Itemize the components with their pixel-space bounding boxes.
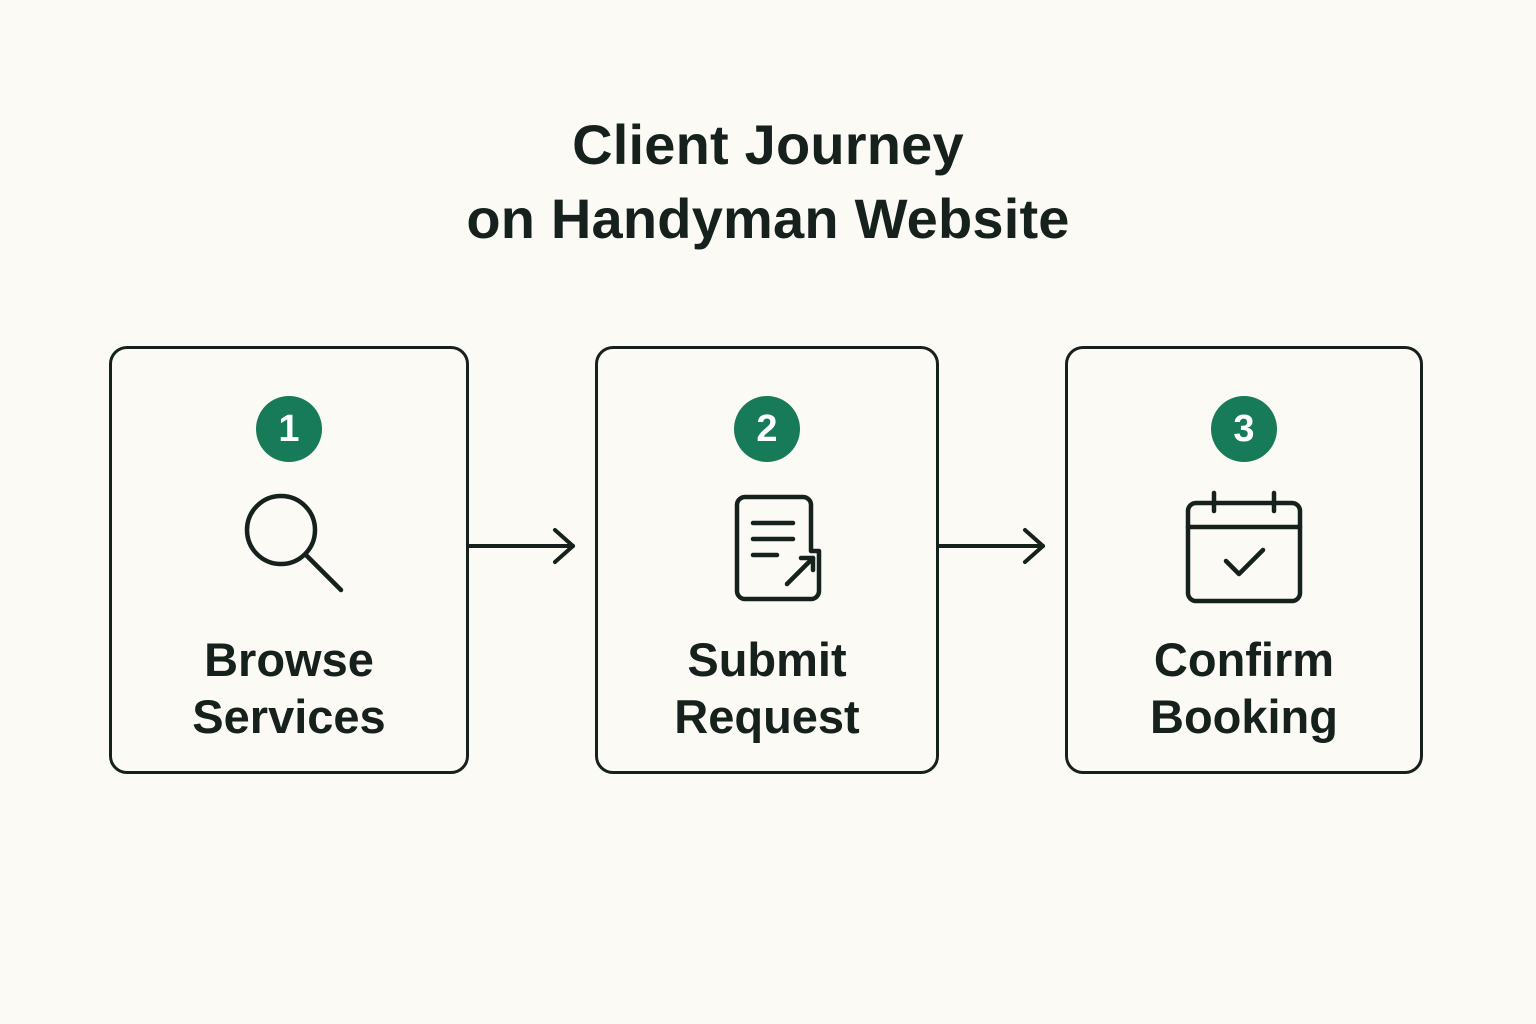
step-number-badge: 1: [256, 396, 322, 462]
calendar-check-icon: [1184, 489, 1304, 609]
diagram-title-line-1: Client Journey: [572, 113, 964, 176]
step-label-line-1: Confirm: [1153, 633, 1335, 686]
flow-arrow-1-to-2: [469, 526, 579, 566]
step-label: Confirm Booking: [1068, 631, 1420, 745]
diagram-title-line-2: on Handyman Website: [466, 187, 1070, 250]
step-label: Browse Services: [112, 631, 466, 745]
step-label-line-1: Browse: [204, 633, 374, 686]
diagram-title: Client Journey on Handyman Website: [0, 108, 1536, 256]
step-number-badge: 2: [734, 396, 800, 462]
step-card-browse-services: 1 Browse Services: [109, 346, 469, 774]
step-label: Submit Request: [598, 631, 936, 745]
document-edit-icon: [707, 489, 827, 609]
step-card-submit-request: 2 Submit Request: [595, 346, 939, 774]
search-icon: [229, 489, 349, 609]
step-label-line-2: Services: [192, 690, 386, 743]
step-number-badge: 3: [1211, 396, 1277, 462]
step-label-line-1: Submit: [687, 633, 847, 686]
step-label-line-2: Booking: [1150, 690, 1338, 743]
step-label-line-2: Request: [674, 690, 860, 743]
step-card-confirm-booking: 3 Confirm Booking: [1065, 346, 1423, 774]
flow-arrow-2-to-3: [939, 526, 1049, 566]
